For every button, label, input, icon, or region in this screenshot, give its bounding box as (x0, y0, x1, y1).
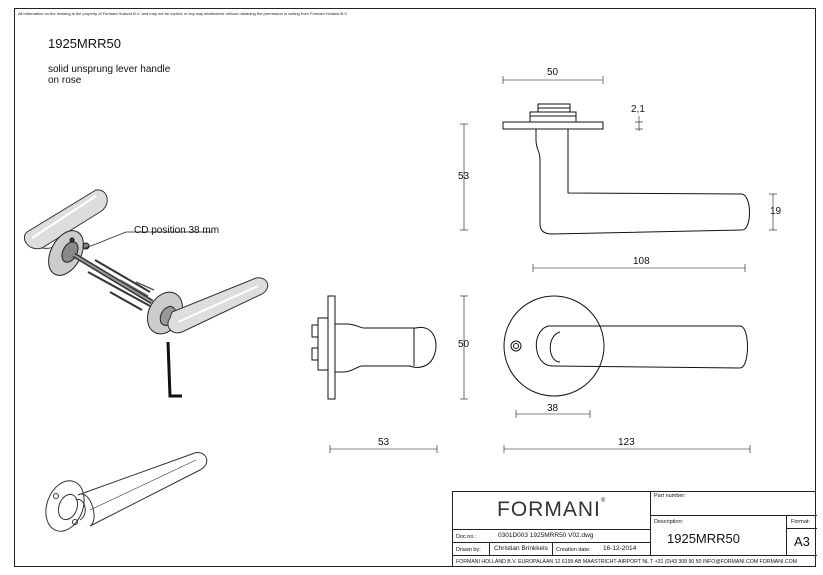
logo-text: FORMANI (497, 498, 601, 521)
creation-date-label: Creation date: (556, 547, 591, 553)
product-code-title: 1925MRR50 (48, 36, 121, 51)
creation-date-value: 16-12-2014 (603, 545, 637, 552)
dim-cd-position: 38 (547, 403, 559, 414)
doc-no-value: 0301D003 1925MRR50 V02.dwg (498, 532, 594, 539)
dim-rose-width-top: 50 (547, 67, 559, 78)
exploded-view (23, 189, 269, 398)
disclaimer-text: All information on the drawing is the pr… (18, 11, 348, 16)
format-label: Format: (791, 519, 810, 525)
side-view (311, 295, 437, 400)
dim-total-length: 123 (618, 437, 635, 448)
dim-lever-length: 108 (633, 256, 650, 267)
doc-no-label: Doc.no.: (456, 534, 477, 540)
top-view (502, 103, 750, 235)
dim-height-top: 53 (458, 171, 470, 182)
formani-logo: FORMANI® (497, 498, 606, 522)
company-footer: FORMANI HOLLAND B.V. EUROPALAAN 12 6199 … (456, 559, 797, 565)
logo-registered-mark: ® (600, 498, 607, 504)
dim-side-depth: 53 (378, 437, 390, 448)
dim-side-height: 50 (458, 339, 470, 350)
drawn-by-value: Christian Brinkkels (494, 545, 548, 552)
logo-cell (453, 492, 651, 530)
drawn-by-label: Drawn by: (456, 547, 481, 553)
drawn-by-value-cell (489, 543, 553, 556)
cd-position-callout: CD position 38 mm (134, 225, 220, 236)
doc-no-cell (453, 530, 651, 543)
dim-rose-thickness: 2,1 (631, 104, 645, 115)
part-number-cell (651, 492, 817, 516)
perspective-view (45, 452, 208, 532)
drawing-frame (14, 8, 816, 567)
product-description: solid unsprung lever handle on rose (48, 64, 171, 86)
dim-lever-height: 19 (770, 206, 782, 217)
description-cell (651, 516, 787, 556)
format-cell (787, 528, 817, 556)
front-view (503, 295, 748, 397)
title-block: Part number: Description: 1925MRR50 Form… (452, 491, 817, 567)
description-label: Description: (654, 519, 684, 525)
description-value: 1925MRR50 (667, 531, 740, 546)
format-value: A3 (794, 534, 810, 549)
part-number-label: Part number: (654, 493, 686, 499)
